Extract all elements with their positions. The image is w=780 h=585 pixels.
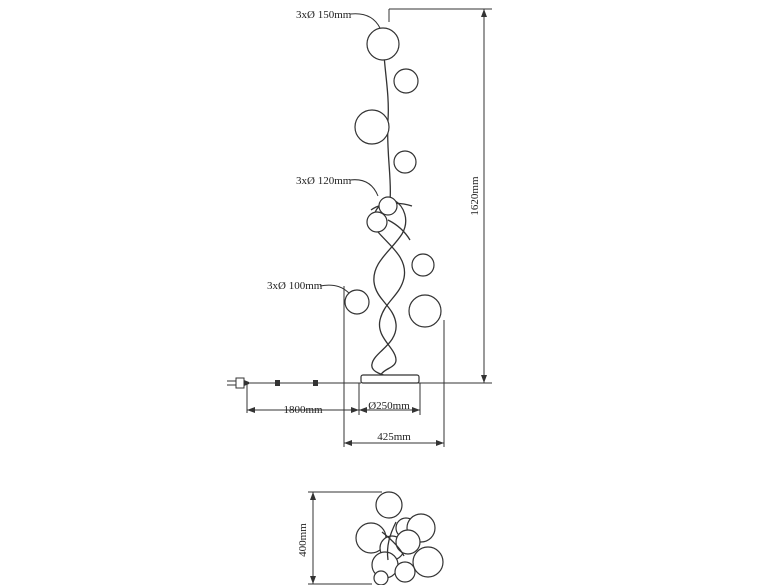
lamp-top-view: 400mm xyxy=(297,491,444,585)
globe-100 xyxy=(378,196,398,216)
globe-150 xyxy=(366,27,400,61)
globes-100-label: 3xØ 100mm xyxy=(267,280,323,292)
top-globe xyxy=(412,546,444,578)
globe-120 xyxy=(344,289,370,315)
switch-icon xyxy=(313,380,318,386)
cable-clip-icon xyxy=(275,380,280,386)
overall-width-label: 425mm xyxy=(377,431,411,443)
height-label: 1620mm xyxy=(469,176,481,216)
plug-icon xyxy=(235,377,245,389)
callout-120: 3xØ 120mm xyxy=(296,175,379,197)
globe-120 xyxy=(411,253,435,277)
width-dimension: 425mm xyxy=(343,286,445,447)
lamp-base xyxy=(360,374,420,384)
callout-100: 3xØ 100mm xyxy=(267,280,351,295)
cable-dimension: 1800mm xyxy=(246,383,359,416)
top-globe xyxy=(395,529,421,555)
globe-100 xyxy=(393,150,417,174)
globes-120-label: 3xØ 120mm xyxy=(296,175,352,187)
lamp-side-view xyxy=(344,27,442,384)
top-globe xyxy=(373,570,389,585)
globes-150-label: 3xØ 150mm xyxy=(296,9,352,21)
globe-150 xyxy=(354,109,390,145)
top-globe xyxy=(394,561,416,583)
callout-150: 3xØ 150mm xyxy=(296,9,381,29)
cable-length-label: 1800mm xyxy=(283,404,323,416)
top-view-depth-label: 400mm xyxy=(297,523,309,557)
globe-120 xyxy=(393,68,419,94)
base-diameter-label: Ø250mm xyxy=(368,400,410,412)
top-globe xyxy=(375,491,403,519)
base-dimension: Ø250mm xyxy=(358,383,421,415)
height-dimension: 1620mm xyxy=(388,8,492,384)
globe-100 xyxy=(366,211,388,233)
globe-150 xyxy=(408,294,442,328)
power-cable xyxy=(227,377,361,389)
